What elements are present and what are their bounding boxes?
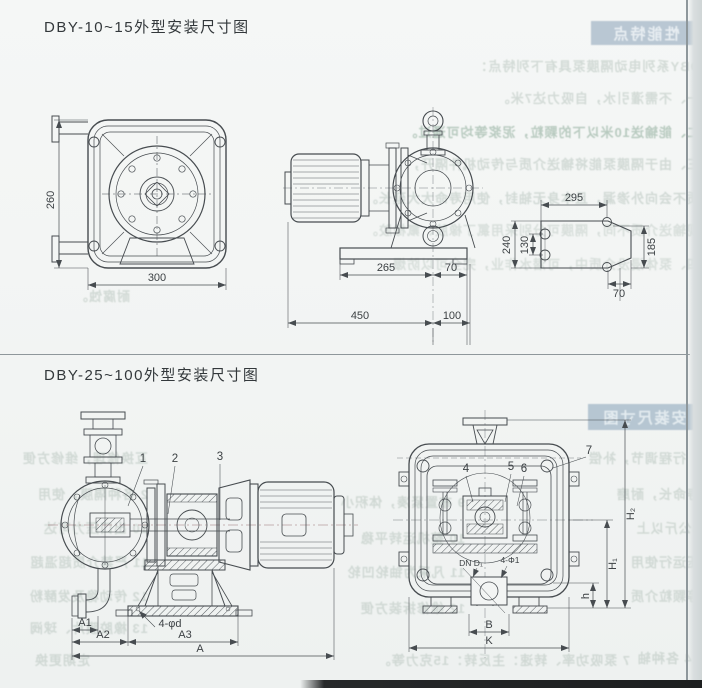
label-4-phi-1: 4-Φ1 — [500, 555, 519, 565]
callout-leaders — [127, 464, 221, 520]
dim-label-h1: H₁ — [607, 558, 619, 570]
drawing-dby10-side-view: 265 70 450 100 — [283, 107, 483, 345]
callout-5: 5 — [508, 461, 514, 473]
dim-label-a2: A2 — [96, 629, 109, 641]
callout-2: 2 — [172, 453, 178, 465]
dimension-row-450-100 — [287, 222, 471, 345]
legs-and-feet — [422, 597, 548, 614]
bottom-section-title: DBY-25~100外型安装尺寸图 — [44, 367, 260, 384]
dim-label-70: 70 — [445, 262, 457, 274]
drawing-dby10-plan-view: 295 240 130 185 70 — [501, 192, 658, 301]
pump-body-side — [339, 110, 476, 265]
dimension-130 — [529, 233, 543, 256]
dim-label-b: B — [485, 619, 492, 631]
dimension-260 — [54, 119, 88, 269]
callout-6: 6 — [521, 463, 527, 475]
dim-label-295: 295 — [565, 192, 583, 204]
dimensions-bottom — [408, 597, 570, 652]
drawing-dby25-side-section: 1 2 3 A1 A2 4-φd A3 A — [48, 411, 358, 660]
dim-label-240: 240 — [501, 236, 513, 254]
dim-label-4-phi-d: 4-φd — [158, 618, 181, 630]
ghost-line: DBY系列电动隔膜泵具有下列特点： — [473, 59, 700, 74]
dim-label-260: 260 — [45, 191, 57, 209]
dimension-300 — [87, 268, 227, 290]
dim-label-265: 265 — [377, 262, 395, 274]
scan-right-edge — [686, 0, 702, 688]
motor-section — [257, 481, 354, 569]
pedestal — [115, 559, 253, 617]
dim-label-450: 450 — [351, 310, 369, 322]
dimension-row-265-70 — [339, 259, 468, 345]
dimension-185 — [613, 225, 649, 269]
dim-label-130: 130 — [519, 236, 531, 254]
callout-3: 3 — [217, 451, 223, 463]
dim-label-185: 185 — [646, 238, 658, 256]
dim-label-k: K — [485, 635, 493, 647]
callout-4: 4 — [463, 463, 470, 475]
inlet-valve-stack — [80, 411, 126, 484]
dim-label-a3: A3 — [178, 629, 191, 641]
dim-label-h: h — [580, 593, 592, 599]
scan-bottom-edge — [300, 680, 702, 688]
section-divider — [0, 354, 690, 355]
dim-label-h2: H₂ — [625, 508, 637, 520]
drawing-dby25-front-section: 4 5 6 7 DN D₁ 4-Φ1 H₂ H₁ h B — [393, 410, 637, 658]
label-dn-d1: DN D₁ — [459, 558, 483, 568]
outlet-elbow — [71, 569, 111, 619]
pump-chamber-section — [60, 480, 150, 570]
ghost-heading-band-top: 性能特点 — [591, 21, 700, 45]
dim-label-a1: A1 — [78, 617, 91, 629]
dim-label-300: 300 — [148, 272, 166, 284]
pump-housing-outline — [51, 115, 227, 269]
centerlines — [393, 410, 593, 658]
drawing-dby10-front-view: 260 300 — [45, 115, 227, 290]
housing-band — [398, 443, 580, 598]
base-plate-outline — [511, 217, 632, 301]
callout-7: 7 — [586, 445, 592, 457]
callout-1: 1 — [140, 453, 146, 465]
dimensions-right — [507, 419, 631, 609]
callout-leaders — [465, 456, 587, 507]
motor — [284, 153, 370, 223]
port-label-leaders — [472, 565, 508, 579]
dimension-295 — [540, 200, 608, 221]
bottom-outlet-flange — [462, 567, 508, 614]
inner-valve-assembly — [426, 465, 552, 585]
dim-label-100: 100 — [443, 310, 461, 322]
dimensions-bottom — [71, 568, 335, 660]
dim-label-70-chamfer: 70 — [613, 288, 625, 300]
top-inlet-port — [462, 417, 508, 445]
top-section-title: DBY-10~15外型安装尺寸图 — [44, 19, 250, 36]
dim-label-a: A — [196, 643, 204, 655]
pump-diaphragm-chamber — [102, 136, 212, 256]
dimension-70-chamfer — [607, 260, 632, 289]
